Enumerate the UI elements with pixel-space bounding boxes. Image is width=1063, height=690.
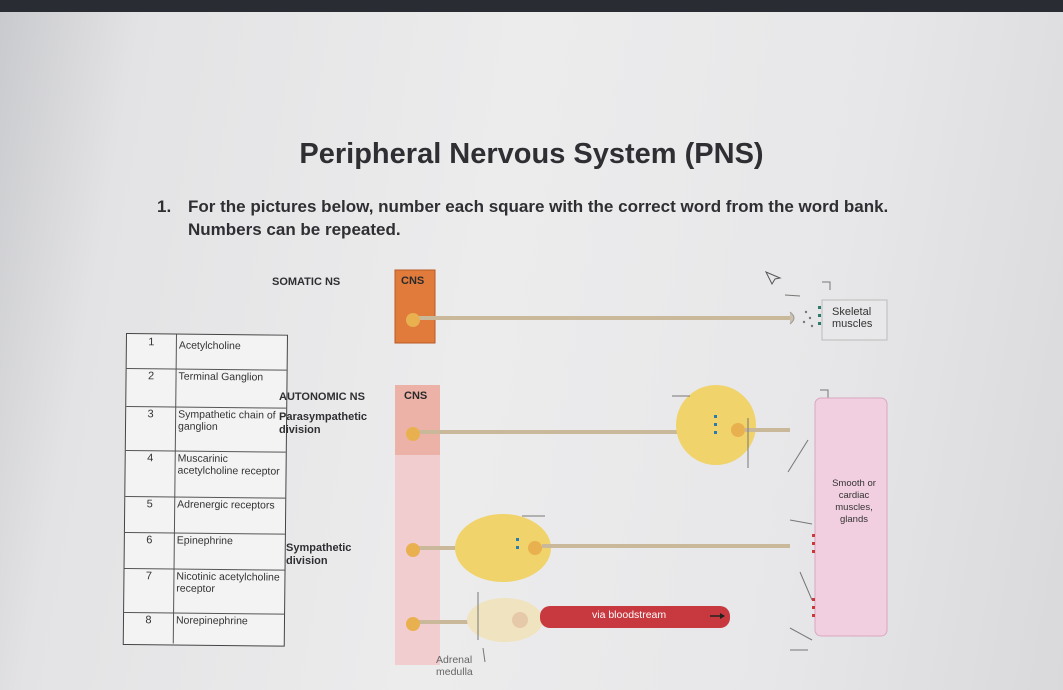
- parasympathetic-neuron-body: [406, 427, 420, 441]
- acetylcholine-dots-somatic: [802, 310, 814, 328]
- question-number: 1.: [157, 197, 172, 216]
- label-bracket: [784, 294, 801, 297]
- smooth-muscle-effector: [814, 397, 888, 637]
- somatic-terminal: [789, 311, 795, 325]
- ganglion-neuron-body: [731, 423, 745, 437]
- question-text: For the pictures below, number each squa…: [188, 197, 889, 239]
- top-bar: [0, 0, 1063, 12]
- sympathetic-neuron-body: [406, 543, 420, 557]
- adrenal-cell: [512, 612, 528, 628]
- somatic-ns-label: SOMATIC NS: [272, 276, 341, 288]
- adrenal-medulla-label: Adrenal medulla: [436, 654, 473, 678]
- cns-autonomic-label: CNS: [404, 390, 428, 402]
- adrenal-neuron-body: [406, 617, 420, 631]
- receptor-markers-sympa: [516, 534, 815, 553]
- sympathetic-label: Sympathetic division: [286, 542, 352, 567]
- cursor-arrow-icon: [764, 271, 782, 286]
- sympathetic-chain-ganglion: [455, 514, 551, 582]
- cns-somatic-label: CNS: [401, 275, 425, 287]
- bloodstream-vessel: [540, 606, 730, 628]
- adrenal-medulla: [467, 598, 543, 642]
- receptor-markers-somatic: [818, 306, 821, 325]
- somatic-neuron-body: [406, 313, 420, 327]
- cns-somatic-box: [394, 269, 436, 344]
- smooth-muscles-label: Smooth or cardiac muscles, glands: [832, 478, 876, 525]
- receptor-markers-adrenal: [812, 598, 815, 617]
- sympathetic-ganglion-neuron: [528, 541, 542, 555]
- skeletal-muscles-label: Skeletal muscles: [832, 306, 873, 330]
- cns-autonomic-column: [395, 455, 440, 665]
- cns-autonomic-box: [395, 385, 440, 455]
- bloodstream-label: via bloodstream: [592, 609, 667, 621]
- autonomic-ns-label: AUTONOMIC NS: [279, 391, 365, 403]
- parasympathetic-label: Parasympathetic division: [279, 411, 368, 436]
- skeletal-muscle: [821, 299, 888, 341]
- page-title: Peripheral Nervous System (PNS): [299, 138, 764, 170]
- label-bracket: [822, 281, 831, 290]
